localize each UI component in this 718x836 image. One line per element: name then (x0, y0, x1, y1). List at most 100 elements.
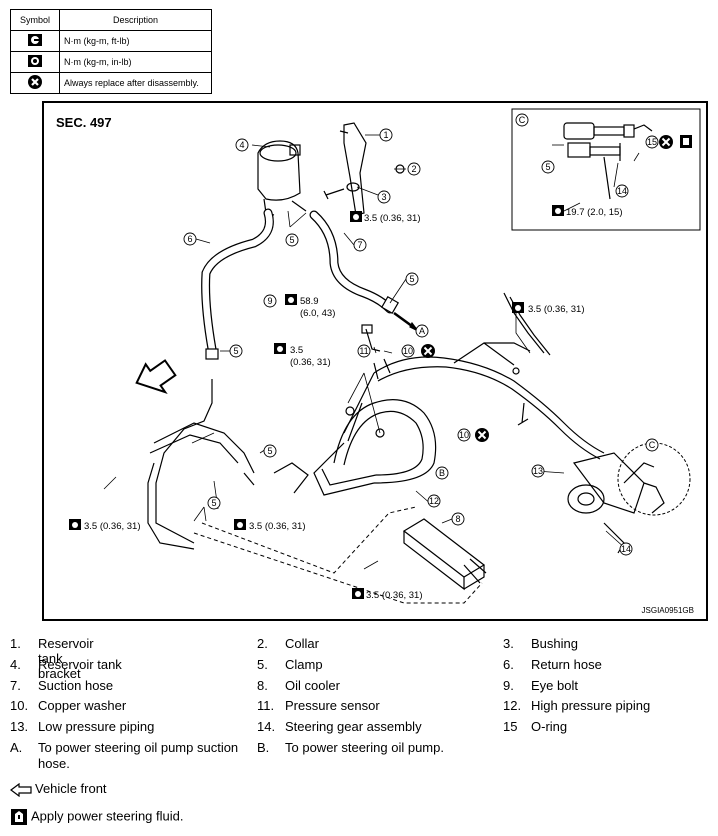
callout-10b: 10 (457, 428, 471, 442)
svg-text:4: 4 (239, 140, 244, 150)
torque-wrench-icon (28, 34, 42, 46)
svg-text:14: 14 (617, 186, 627, 196)
symbol-table: Symbol Description N·m (kg-m, ft-lb) N·m… (10, 9, 212, 94)
legend-num: 3. (503, 636, 514, 651)
callout-12: 12 (427, 494, 441, 508)
legend-label: Suction hose (38, 678, 114, 693)
svg-text:10: 10 (459, 430, 469, 440)
legend-label: Collar (285, 636, 319, 651)
legend-num: 15 (503, 719, 518, 734)
torque-3: 3.5 (0.36, 31) (364, 213, 421, 224)
fluid-can-icon (11, 809, 27, 825)
legend-label: Clamp (285, 657, 323, 672)
legend-num: 8. (257, 678, 268, 693)
torque-oil-cooler: 3.5 (0.36, 31) (366, 590, 423, 601)
svg-text:5: 5 (211, 498, 216, 508)
callout-6: 6 (183, 232, 197, 246)
symbol-description: N·m (kg-m, in-lb) (59, 51, 212, 73)
apply-fluid-label: Apply power steering fluid. (31, 808, 184, 824)
callout-7: 7 (353, 238, 367, 252)
legend-num: 9. (503, 678, 514, 693)
section-label: SEC. 497 (56, 115, 112, 130)
replace-x-icon (28, 75, 42, 89)
callout-A: A (415, 324, 429, 338)
callout-5e: 5 (207, 496, 221, 510)
legend-label: Pressure sensor (285, 698, 380, 713)
callout-3: 3 (377, 190, 391, 204)
legend-num: 1. (10, 636, 21, 651)
vehicle-front-arrow-icon (10, 782, 32, 797)
legend-label: Steering gear assembly (285, 719, 422, 734)
svg-text:C: C (519, 115, 526, 125)
svg-text:8: 8 (455, 514, 460, 524)
callout-2: 2 (407, 162, 421, 176)
symbol-header: Symbol (10, 9, 60, 31)
diagram-frame: 1 2 3 4 5 6 7 5 9 A 11 10 5 10 5 B 13 C … (42, 101, 708, 621)
legend-label: O-ring (531, 719, 568, 734)
svg-text:5: 5 (233, 346, 238, 356)
callout-B: B (435, 466, 449, 480)
callout-5b: 5 (405, 272, 419, 286)
legend-label: Oil cooler (285, 678, 340, 693)
legend-label: Reservoir tank (38, 657, 122, 672)
diagram-code: JSGIA0951GB (641, 606, 694, 615)
legend-num: 6. (503, 657, 514, 672)
callout-5-inset: 5 (541, 160, 555, 174)
legend-num: 7. (10, 678, 21, 693)
legend-num: 2. (257, 636, 268, 651)
legend-label: Copper washer (38, 698, 127, 713)
callout-C: C (645, 438, 659, 452)
legend-num: 10. (10, 698, 29, 713)
callout-5a: 5 (285, 233, 299, 247)
legend-label: Eye bolt (531, 678, 578, 693)
svg-text:5: 5 (545, 162, 550, 172)
legend-label: Bushing (531, 636, 578, 651)
svg-text:3: 3 (381, 192, 386, 202)
torque-inset: 19.7 (2.0, 15) (566, 207, 623, 218)
torque-eye-bolt-a: 58.9 (300, 296, 319, 307)
legend-label: To power steering oil pump suction hose. (38, 740, 239, 771)
callout-8: 8 (451, 512, 465, 526)
svg-text:14: 14 (621, 544, 631, 554)
callout-1: 1 (379, 128, 393, 142)
callout-14-inset: 14 (615, 184, 629, 198)
callout-9: 9 (263, 294, 277, 308)
callout-5d: 5 (263, 444, 277, 458)
callout-15: 15 (645, 135, 659, 149)
torque-upper-right: 3.5 (0.36, 31) (528, 304, 585, 315)
legend-label: High pressure piping (531, 698, 651, 713)
svg-text:11: 11 (359, 346, 368, 356)
legend-num: 13. (10, 719, 29, 734)
svg-text:6: 6 (187, 234, 192, 244)
svg-text:B: B (439, 468, 445, 478)
legend-label: To power steering oil pump. (285, 740, 444, 755)
svg-text:12: 12 (429, 496, 439, 506)
exploded-diagram: 1 2 3 4 5 6 7 5 9 A 11 10 5 10 5 B 13 C … (68, 108, 701, 604)
vehicle-front-label: Vehicle front (35, 781, 107, 796)
callout-10a: 10 (401, 344, 415, 358)
torque-left: 3.5 (0.36, 31) (84, 521, 141, 532)
svg-text:C: C (649, 440, 656, 450)
legend-num: 4. (10, 657, 21, 672)
callout-4: 4 (235, 138, 249, 152)
symbol-description: N·m (kg-m, ft-lb) (59, 30, 212, 52)
legend-num: B. (257, 740, 270, 755)
legend-label: Low pressure piping (38, 719, 155, 734)
svg-text:2: 2 (411, 164, 416, 174)
torque-center-a: 3.5 (290, 345, 303, 356)
torque-eye-bolt-b: (6.0, 43) (300, 308, 335, 319)
torque-wrench-small-icon (28, 55, 42, 67)
legend-num: A. (10, 740, 23, 755)
callout-5c: 5 (229, 344, 243, 358)
svg-text:9: 9 (267, 296, 272, 306)
apply-fluid-note: Apply power steering fluid. (10, 808, 183, 826)
torque-center-b: (0.36, 31) (290, 357, 331, 368)
callout-C-inset: C (515, 113, 529, 127)
svg-text:15: 15 (647, 137, 657, 147)
svg-text:1: 1 (383, 130, 388, 140)
torque-center-left: 3.5 (0.36, 31) (249, 521, 306, 532)
description-header: Description (59, 9, 212, 31)
svg-text:13: 13 (533, 466, 543, 476)
legend-label: Return hose (531, 657, 602, 672)
svg-text:7: 7 (357, 240, 362, 250)
